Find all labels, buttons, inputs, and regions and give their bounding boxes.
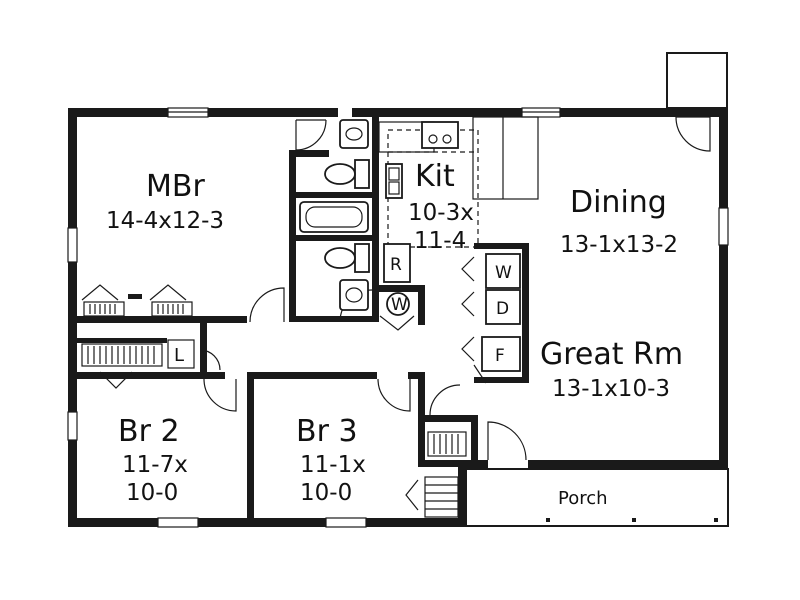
mbr-size: 14-4x12-3: [106, 208, 224, 234]
furnace-label: F: [495, 346, 505, 366]
dryer-label: D: [496, 299, 509, 319]
great-room-size: 13-1x10-3: [552, 376, 670, 402]
kit-name: Kit: [415, 159, 455, 194]
utility-closet: W D F: [481, 253, 521, 372]
room-br2: Br 2 11-7x 10-0: [118, 414, 188, 506]
stair: [405, 476, 459, 518]
room-mbr: MBr 14-4x12-3: [106, 169, 224, 234]
bath-fixtures: [299, 119, 370, 311]
room-great-room: Great Rm 13-1x10-3: [540, 337, 683, 402]
closet-hangers: [77, 301, 467, 457]
door-swings: [81, 119, 527, 461]
laundry-washer-label: W: [391, 295, 408, 315]
br2-name: Br 2: [118, 414, 180, 449]
interior-walls: [77, 108, 529, 527]
refrigerator-label: R: [390, 255, 402, 275]
br3-size-line2: 10-0: [300, 480, 352, 506]
linen-label: L: [174, 345, 184, 366]
kit-size-line2: 11-4: [414, 228, 466, 254]
br3-name: Br 3: [296, 414, 358, 449]
mbr-name: MBr: [146, 169, 205, 204]
kitchen-fixtures: R W: [378, 116, 539, 331]
entry-door: [675, 116, 711, 152]
br3-size-line1: 11-1x: [300, 452, 366, 478]
washer-label: W: [495, 263, 512, 283]
dining-size: 13-1x13-2: [560, 232, 678, 258]
room-kitchen: Kit 10-3x 11-4: [408, 159, 474, 254]
dining-name: Dining: [570, 185, 667, 220]
linen-closet: L: [167, 339, 195, 369]
room-dining: Dining 13-1x13-2: [560, 185, 678, 258]
porch: Porch: [465, 468, 729, 527]
chimney: [666, 52, 728, 109]
kit-size-line1: 10-3x: [408, 200, 474, 226]
room-br3: Br 3 11-1x 10-0: [296, 414, 366, 506]
great-room-name: Great Rm: [540, 337, 683, 372]
porch-label: Porch: [558, 488, 608, 509]
br2-size-line2: 10-0: [126, 480, 178, 506]
br2-size-line1: 11-7x: [122, 452, 188, 478]
